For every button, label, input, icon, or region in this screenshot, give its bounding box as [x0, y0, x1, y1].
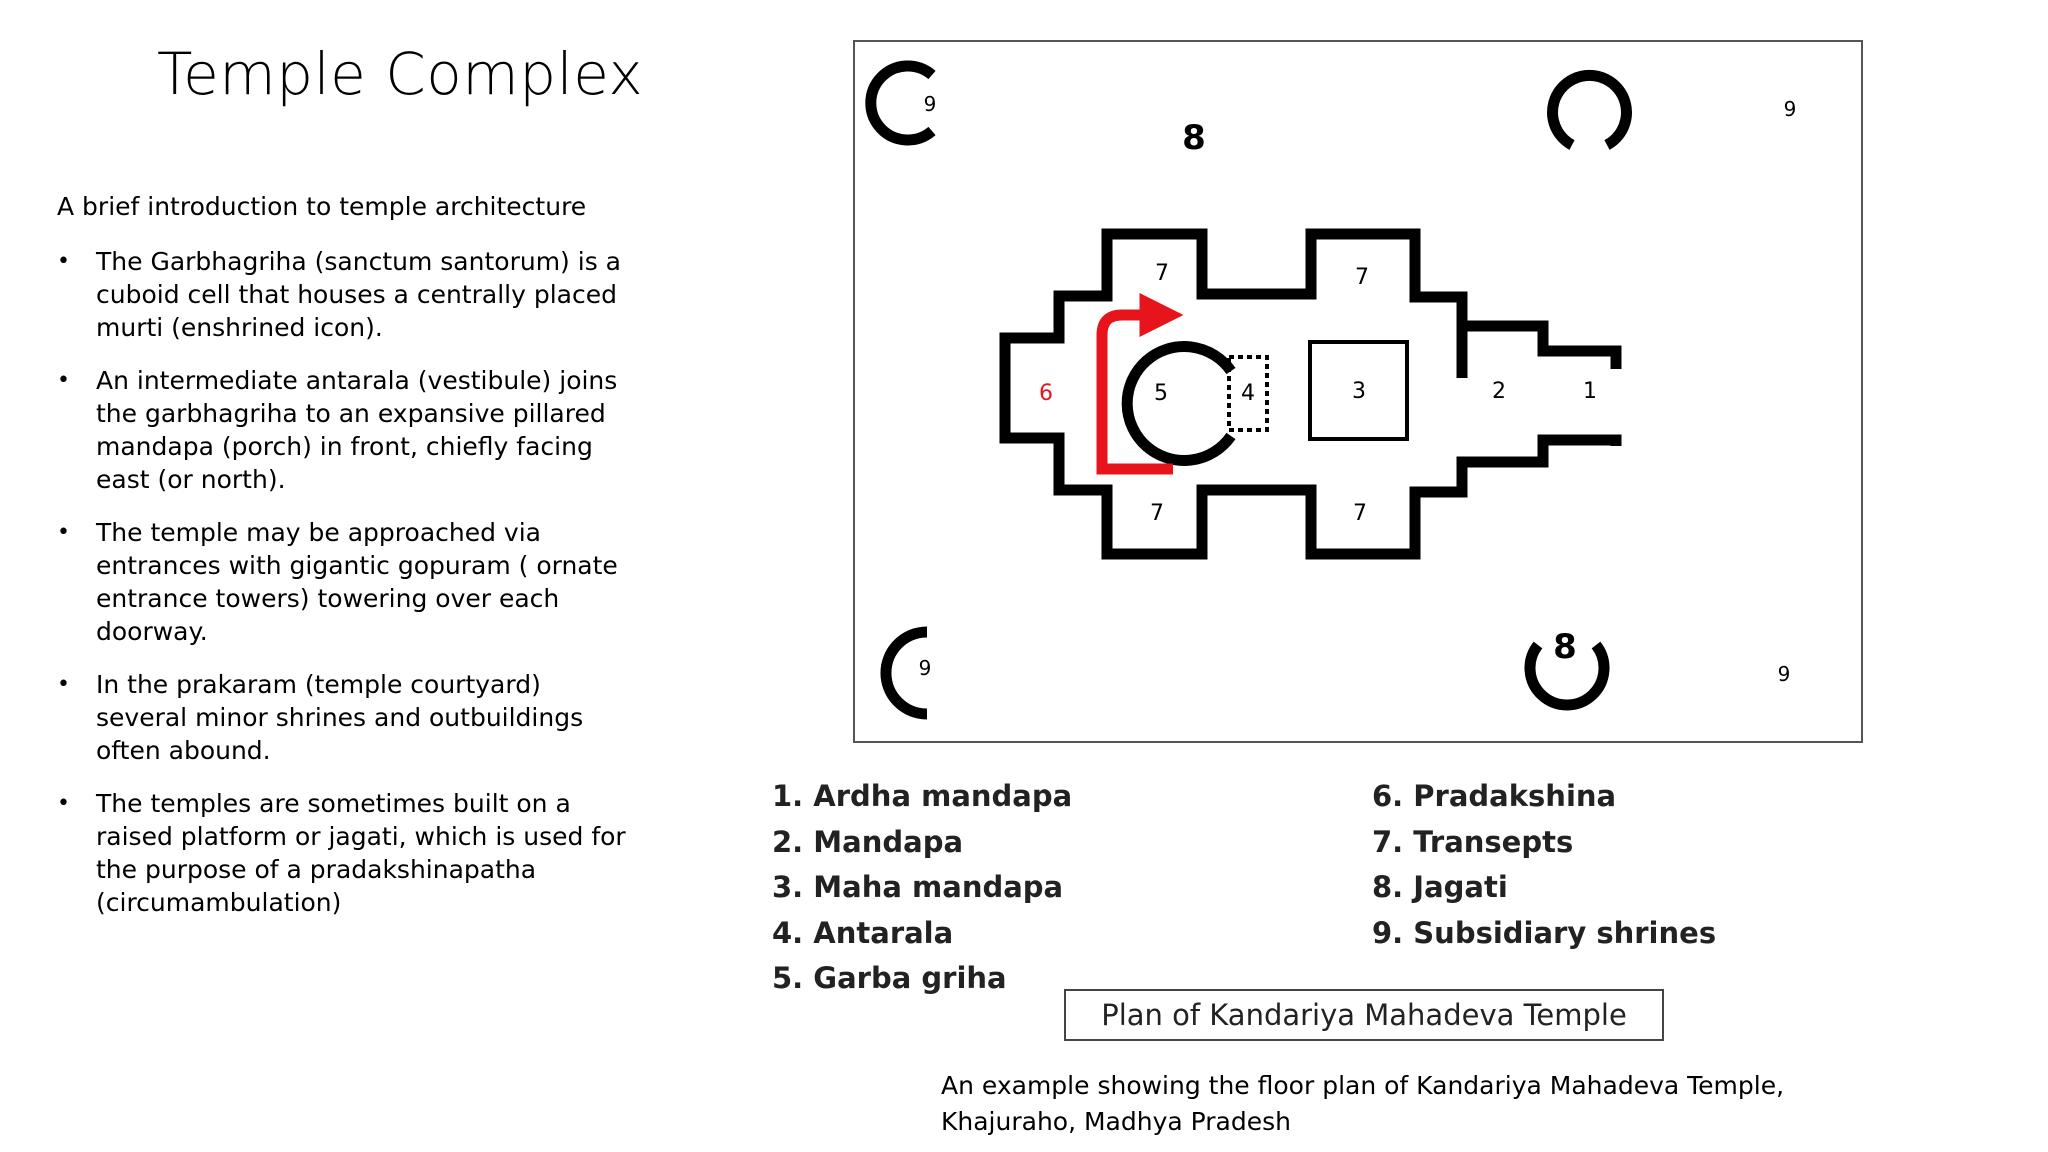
- pradakshina-arrow: [1096, 293, 1184, 475]
- label-7: 7: [1150, 501, 1164, 526]
- shrine-ring-top-right: [1547, 69, 1632, 150]
- text-column: A brief introduction to temple architect…: [57, 190, 637, 939]
- label-6: 6: [1039, 381, 1053, 406]
- temple-plan-svg: 1 2 3 4 5 6 7 7 7 7 8 8 9 9 9 9: [865, 60, 1797, 720]
- bullet-text: The temple may be approached via entranc…: [96, 518, 618, 646]
- shrine-ring-bottom-right: [1524, 641, 1610, 711]
- entrance-wall-top: [1456, 320, 1622, 378]
- bullet-list: • The Garbhagriha (sanctum santorum) is a…: [57, 245, 637, 919]
- legend-item: 9. Subsidiary shrines: [1372, 915, 1717, 950]
- label-3: 3: [1352, 379, 1366, 404]
- label-7: 7: [1355, 265, 1369, 290]
- shrine-ring-top-left: [865, 60, 936, 146]
- bullet-item: • The Garbhagriha (sanctum santorum) is a…: [57, 245, 637, 344]
- bullet-item: • The temple may be approached via entran…: [57, 516, 637, 648]
- label-8: 8: [1182, 118, 1206, 158]
- shrine-ring-bottom-left: [880, 626, 928, 720]
- bullet-item: • The temples are sometimes built on a ra…: [57, 787, 637, 919]
- legend-item: 1. Ardha mandapa: [772, 779, 1073, 813]
- antarala-outline: [1227, 355, 1269, 432]
- bullet-text: The temples are sometimes built on a rai…: [96, 789, 626, 917]
- label-2: 2: [1492, 379, 1506, 404]
- legend-item: 4. Antarala: [772, 915, 954, 950]
- label-8: 8: [1553, 627, 1577, 667]
- label-7: 7: [1155, 261, 1169, 286]
- bullet-dot: •: [57, 368, 70, 393]
- legend-item: 3. Maha mandapa: [772, 870, 1064, 904]
- bullet-item: • In the prakaram (temple courtyard) seve…: [57, 668, 637, 767]
- legend-item: 2. Mandapa: [772, 824, 964, 859]
- legend-item: 6. Pradakshina: [1372, 779, 1617, 813]
- label-9: 9: [919, 656, 932, 680]
- legend-item: 5. Garba griha: [772, 961, 1007, 995]
- bullet-text: In the prakaram (temple courtyard) sever…: [96, 670, 584, 765]
- maha-mandapa-square: [1308, 340, 1409, 441]
- bullet-dot: •: [57, 520, 70, 545]
- plan-caption: Plan of Kandariya Mahadeva Temple: [1064, 989, 1664, 1041]
- label-9: 9: [1784, 97, 1797, 121]
- label-4: 4: [1241, 381, 1255, 406]
- legend-left: 1. Ardha mandapa 2. Mandapa 3. Maha mand…: [772, 774, 1072, 1002]
- label-5: 5: [1154, 381, 1168, 406]
- label-9: 9: [1778, 662, 1791, 686]
- temple-outline: [1005, 192, 1462, 296]
- intro-text: A brief introduction to temple architect…: [57, 192, 587, 221]
- legend-item: 8. Jagati: [1372, 870, 1508, 904]
- legend-item: 7. Transepts: [1372, 824, 1574, 859]
- bullet-text: An intermediate antarala (vestibule) joi…: [96, 366, 618, 494]
- label-9: 9: [924, 92, 937, 116]
- bullet-dot: •: [57, 672, 70, 697]
- bullet-item: • An intermediate antarala (vestibule) jo…: [57, 364, 637, 496]
- bullet-text: The Garbhagriha (sanctum santorum) is a …: [96, 247, 621, 342]
- garbhagriha-wall: [1121, 341, 1236, 466]
- label-7: 7: [1353, 501, 1367, 526]
- legend-right: 6. Pradakshina 7. Transepts 8. Jagati 9.…: [1372, 774, 1716, 956]
- slide-title: Temple Complex: [157, 40, 644, 108]
- label-1: 1: [1583, 379, 1597, 404]
- bullet-dot: •: [57, 249, 70, 274]
- temple-plan-diagram: 1 2 3 4 5 6 7 7 7 7 8 8 9 9 9 9: [853, 40, 1863, 743]
- bullet-dot: •: [57, 791, 70, 816]
- temple-walls-main: [999, 228, 1622, 560]
- example-caption: An example showing the floor plan of Kan…: [941, 1071, 1785, 1136]
